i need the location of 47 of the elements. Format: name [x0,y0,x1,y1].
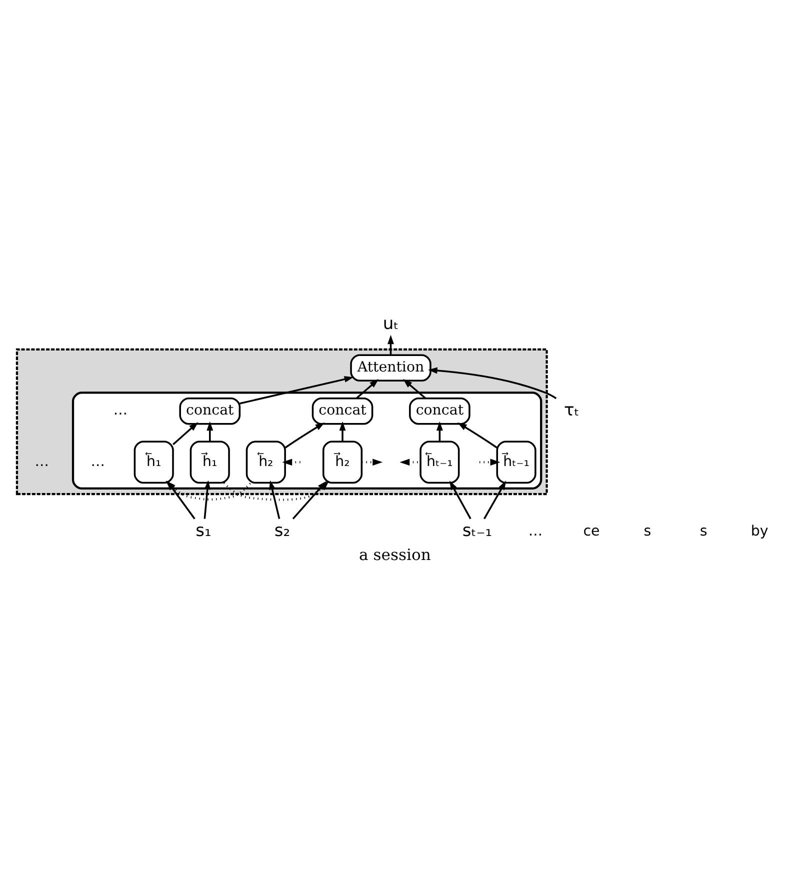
arrow [388,334,394,356]
arrow [269,480,280,520]
node-box: h⃗ₜ₋₁ [496,440,536,484]
node-text: τₜ [564,400,580,421]
node-box: concat [409,397,470,425]
node-box: h⃖₂ [246,440,286,484]
label: s [700,523,708,540]
node-box: concat [312,397,374,425]
arrow [400,458,420,466]
arrow [436,421,443,442]
arrow [292,480,327,520]
node-text: s₁ [196,521,212,542]
arrow [458,422,498,448]
arrow [240,376,354,404]
arrow [479,458,500,466]
node-box: Attention [350,354,432,382]
node-box: h⃖ₜ₋₁ [420,440,460,484]
node-text: uₜ [382,314,399,334]
label: … [34,454,49,470]
arrow [449,480,472,520]
arrow [204,480,211,519]
arrow [166,480,252,501]
arrow [282,458,303,466]
arrow [362,458,383,466]
label: … [113,402,128,419]
label: s [644,523,652,540]
arrow [284,422,325,448]
node-box: concat [179,397,241,425]
node-box: h⃗₂ [322,440,363,484]
label: by [750,523,768,540]
arrow [356,379,379,399]
arrow [206,421,214,442]
node-text: s₂ [274,521,290,542]
node-text: sₜ₋₁ [462,521,492,542]
label: … [528,523,543,540]
arrow [172,422,198,446]
caption: a session [359,546,431,564]
arrow [339,421,346,442]
arrow [428,367,557,400]
node-box: h⃗₁ [190,440,230,484]
cluster [16,348,548,496]
arrow [403,379,426,399]
node-box: h⃖₁ [134,440,174,484]
arrow [483,480,506,520]
label: … [90,454,105,470]
arrow [166,480,196,520]
label: ce [583,523,600,540]
